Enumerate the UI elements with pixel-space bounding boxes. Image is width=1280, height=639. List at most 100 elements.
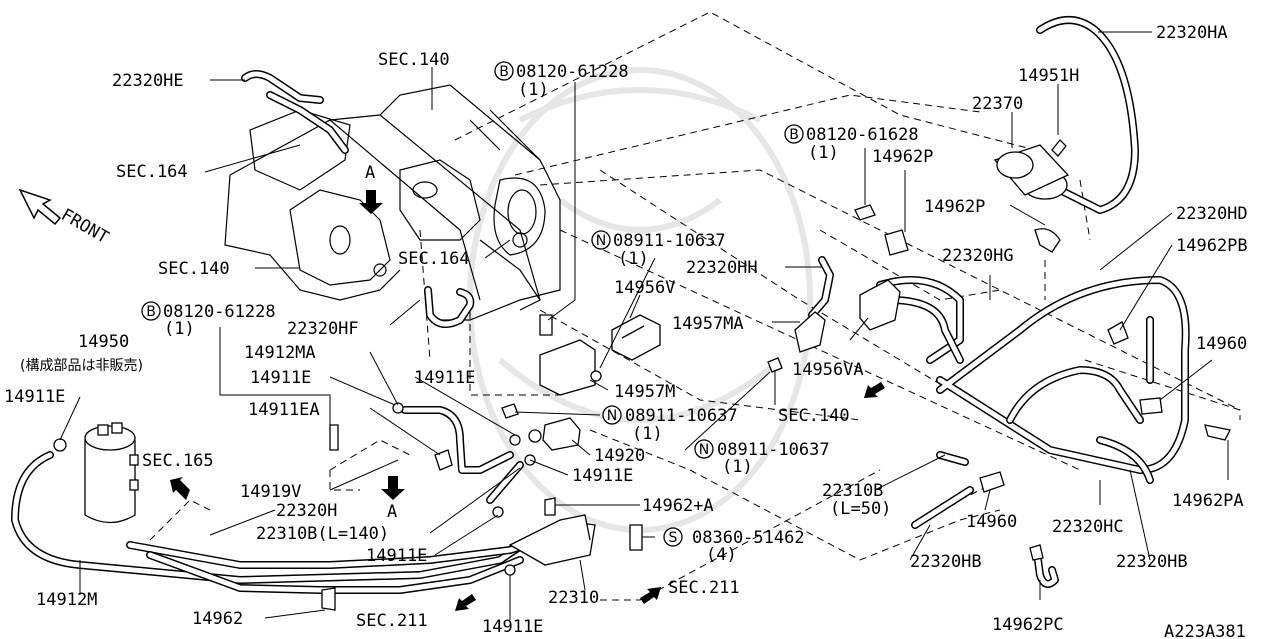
components xyxy=(53,139,1231,611)
label-14950-note: (構成部品は非販売) xyxy=(20,358,143,374)
label-14911E-d: 14911E xyxy=(366,546,427,566)
nut-symbol: N xyxy=(607,408,617,424)
label-screw-08360-51462: 08360-51462 xyxy=(692,528,805,548)
label-sec211-left: SEC.211 xyxy=(356,611,428,631)
label-sec140-left: SEC.140 xyxy=(158,259,230,279)
arrow-sec211-right xyxy=(640,587,661,604)
label-22320HH: 22320HH xyxy=(686,258,758,278)
screw-08360-51462 xyxy=(629,524,643,551)
bolt-14911EA xyxy=(329,424,339,451)
nut-08911-10637-mid xyxy=(767,357,783,373)
engine-block xyxy=(224,84,561,321)
front-arrow-icon xyxy=(18,188,62,226)
label-22320HE: 22320HE xyxy=(112,71,184,91)
clamp-14911E-e xyxy=(504,564,516,576)
clamp-14911E-a xyxy=(392,402,404,414)
label-14951H: 14951H xyxy=(1018,66,1079,86)
label-14962P-b: 14962P xyxy=(924,197,985,217)
label-22310B-140: 22310B(L=140) xyxy=(256,524,389,544)
clamp-14911E-d xyxy=(492,506,504,518)
canister-14950 xyxy=(84,422,139,524)
label-14960-right: 14960 xyxy=(1196,334,1247,354)
label-nut-qty-top: (1) xyxy=(618,249,649,269)
label-14912MA: 14912MA xyxy=(244,343,316,363)
label-sec164-left: SEC.164 xyxy=(116,162,188,182)
label-14911E-c: 14911E xyxy=(572,466,633,486)
label-14956VA: 14956VA xyxy=(792,360,864,380)
label-A-top: A xyxy=(365,163,375,183)
label-sec165: SEC.165 xyxy=(142,451,214,471)
label-sec140-mid: SEC.140 xyxy=(778,406,850,426)
label-sec140-top: SEC.140 xyxy=(378,50,450,70)
label-22320HB-b: 22320HB xyxy=(1116,552,1188,572)
arrow-A-bottom xyxy=(381,476,405,500)
label-sec211-right: SEC.211 xyxy=(668,578,740,598)
label-22320HG: 22320HG xyxy=(942,246,1014,266)
label-22370: 22370 xyxy=(972,94,1023,114)
label-14911E-left: 14911E xyxy=(4,387,65,407)
label-14911E-b: 14911E xyxy=(414,368,475,388)
label-14911E-e: 14911E xyxy=(482,617,543,637)
label-14956V: 14956V xyxy=(614,278,675,298)
fitting-14960-bottom xyxy=(979,471,1005,493)
label-14962PC: 14962PC xyxy=(992,615,1064,635)
label-sec164-mid: SEC.164 xyxy=(398,249,470,269)
clamp-14911E-left xyxy=(53,438,67,452)
label-bolt-08120-61228-left: 08120-61228 xyxy=(163,302,276,322)
nut-symbol: N xyxy=(699,442,709,458)
label-bolt-qty-left: (1) xyxy=(164,319,195,339)
arrow-sec211-left xyxy=(455,594,476,611)
bracket-14957M xyxy=(539,339,602,396)
label-22310: 22310 xyxy=(548,588,599,608)
fitting-14960-right xyxy=(1139,397,1163,415)
label-nut-qty-low: (1) xyxy=(722,457,753,477)
label-bolt-08120-61228-top: 08120-61228 xyxy=(516,62,629,82)
hoses xyxy=(11,16,1190,594)
label-14950: 14950 xyxy=(78,332,129,352)
label-14911E-a: 14911E xyxy=(250,368,311,388)
part-labels: 22320HA 22320HE SEC.140 08120-61228 (1) … xyxy=(4,23,1248,639)
solenoid-14956V xyxy=(611,314,661,361)
label-nut-08911-10637-low: 08911-10637 xyxy=(717,440,830,460)
label-14919V: 14919V xyxy=(240,482,301,502)
label-14962PA: 14962PA xyxy=(1172,491,1244,511)
direction-arrows xyxy=(18,188,885,611)
dashed-guide-lines xyxy=(149,11,1241,601)
arrow-sec140 xyxy=(864,382,885,398)
clip-14962A xyxy=(544,497,556,516)
bracket-22310 xyxy=(508,514,596,566)
label-14920: 14920 xyxy=(594,446,645,466)
bracket-14957MA xyxy=(794,311,826,353)
label-14912M: 14912M xyxy=(36,590,97,610)
circled-symbols: B B N B N N S xyxy=(141,61,804,547)
label-14960-bottom: 14960 xyxy=(966,512,1017,532)
label-14957MA: 14957MA xyxy=(672,314,744,334)
diagram-reference-code: A223A381 xyxy=(1164,622,1246,639)
label-bolt-qty-top: (1) xyxy=(518,80,549,100)
solenoid-14956VA xyxy=(859,279,901,331)
clip-14962PC xyxy=(1029,544,1044,561)
label-22310B-length: (L=50) xyxy=(830,499,891,519)
nut-08911-10637-low xyxy=(501,403,519,419)
label-22320HF: 22320HF xyxy=(287,319,359,339)
label-14962PB: 14962PB xyxy=(1176,236,1248,256)
label-bolt-qty-61628: (1) xyxy=(808,143,839,163)
label-22320HD: 22320HD xyxy=(1176,204,1248,224)
clip-14962P-a xyxy=(884,229,909,256)
label-A-bottom: A xyxy=(387,502,397,522)
screw-symbol: S xyxy=(669,530,678,546)
label-14957M: 14957M xyxy=(614,382,675,402)
arrow-A-top xyxy=(359,190,383,214)
label-14962A: 14962+A xyxy=(642,496,714,516)
bolt-symbol: B xyxy=(146,304,156,320)
label-nut-qty-mid: (1) xyxy=(632,424,663,444)
bolt-08120-61228-upper xyxy=(539,314,553,336)
label-nut-08911-10637-top: 08911-10637 xyxy=(613,231,726,251)
label-screw-qty: (4) xyxy=(706,545,737,565)
label-nut-08911-10637-mid: 08911-10637 xyxy=(625,406,738,426)
label-22320H: 22320H xyxy=(276,501,337,521)
clip-14962PA xyxy=(1204,424,1231,441)
label-bolt-08120-61628: 08120-61628 xyxy=(806,125,919,145)
label-22320HC: 22320HC xyxy=(1052,517,1124,537)
